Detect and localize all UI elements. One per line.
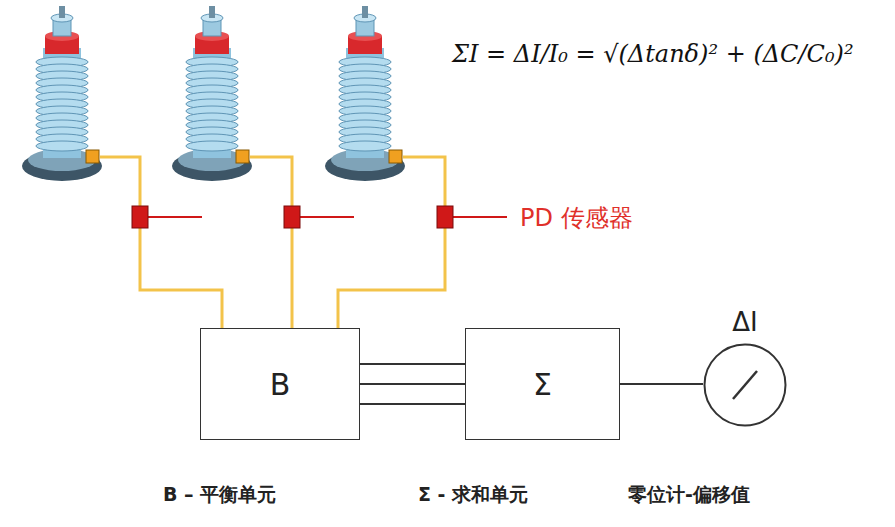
meter-needle <box>733 371 757 399</box>
node-label: Σ <box>533 367 552 402</box>
signal-wire <box>338 157 445 329</box>
sensor-label: PD 传感器 <box>520 202 633 234</box>
shed-ring <box>186 141 238 151</box>
leader-line <box>300 216 354 218</box>
meter-dial <box>705 345 786 426</box>
caption-key: B – 平衡单元 <box>163 482 276 508</box>
caption-key: Σ - 求和单元 <box>418 482 528 508</box>
test-tap <box>236 150 249 163</box>
connector-line <box>360 403 465 405</box>
pd-sensor <box>132 206 148 228</box>
caption-key: 零位计-偏移值 <box>628 482 750 508</box>
test-tap <box>86 150 99 163</box>
meter-outline <box>703 343 787 427</box>
pd-sensor <box>437 206 453 228</box>
bushing <box>22 6 102 181</box>
node-label: B <box>270 367 291 402</box>
terminal <box>209 6 215 18</box>
signal-wire <box>250 157 292 329</box>
connector-line <box>360 383 465 385</box>
null-meter: ΔI <box>703 343 787 427</box>
terminal <box>59 6 65 18</box>
connector-line <box>620 383 703 385</box>
shed-ring <box>339 141 391 151</box>
test-tap <box>389 150 402 163</box>
leader-line <box>453 216 507 218</box>
connector-line <box>360 363 465 365</box>
bushing <box>172 6 252 181</box>
summing-unit-box: Σ <box>465 328 620 440</box>
balance-unit-box: B <box>200 328 360 440</box>
pd-sensor <box>284 206 300 228</box>
leader-line <box>148 216 202 218</box>
shed-ring <box>36 141 88 151</box>
terminal <box>362 6 368 18</box>
node-label: ΔI <box>732 307 757 337</box>
formula: ΣI = ΔI/I₀ = √(Δtanδ)² + (ΔC/C₀)² <box>452 40 854 68</box>
signal-wire <box>100 157 222 329</box>
bushing <box>325 6 405 181</box>
